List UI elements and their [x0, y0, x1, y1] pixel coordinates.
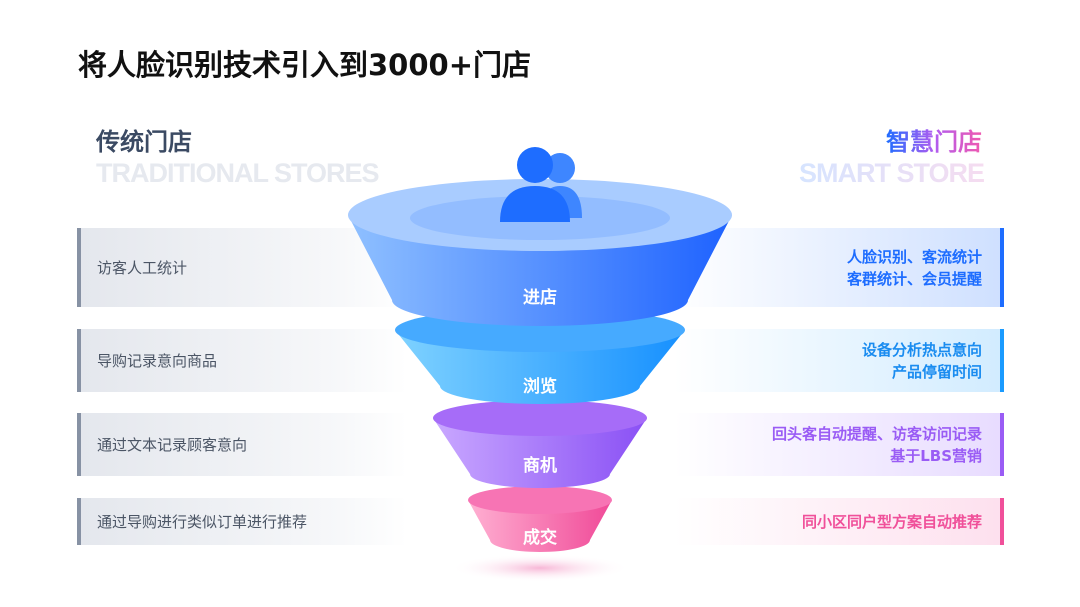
funnel-segment-opportunity: [433, 400, 647, 488]
traditional-heading: 传统门店: [96, 128, 192, 156]
funnel-segment-close: [468, 486, 612, 552]
smart-heading: 智慧门店: [886, 122, 982, 157]
funnel-label-enter: 进店: [523, 288, 557, 308]
traditional-subtitle: TRADITIONAL STORES: [96, 158, 380, 188]
smart-row: 回头客自动提醒、访客访问记录基于LBS营销: [674, 413, 1004, 476]
smart-row-line: 客群统计、会员提醒: [846, 269, 982, 288]
funnel-label-close: 成交: [523, 528, 557, 548]
funnel-label-opportunity: 商机: [523, 456, 557, 476]
smart-row-line: 基于LBS营销: [890, 446, 982, 465]
smart-row-line: 产品停留时间: [891, 362, 982, 381]
funnel-label-browse: 浏览: [523, 377, 557, 397]
traditional-row: 通过文本记录顾客意向: [77, 413, 407, 476]
funnel-shadow: [450, 554, 630, 582]
smart-row-line: 人脸识别、客流统计: [846, 247, 982, 266]
traditional-row: 导购记录意向商品: [77, 329, 407, 392]
smart-row: 设备分析热点意向产品停留时间: [674, 329, 1004, 392]
smart-row-line: 回头客自动提醒、访客访问记录: [771, 424, 982, 443]
users-icon: [500, 147, 582, 222]
page-title: 将人脸识别技术引入到3000+门店: [78, 48, 532, 82]
smart-row: 人脸识别、客流统计客群统计、会员提醒: [674, 228, 1004, 307]
smart-row: 同小区同户型方案自动推荐: [674, 498, 1004, 545]
smart-row-line: 设备分析热点意向: [861, 340, 982, 359]
smart-subtitle: SMART STORE: [798, 158, 985, 188]
traditional-row: 通过导购进行类似订单进行推荐: [77, 498, 407, 545]
traditional-row: 访客人工统计: [77, 228, 407, 307]
smart-row-line: 同小区同户型方案自动推荐: [801, 512, 982, 531]
